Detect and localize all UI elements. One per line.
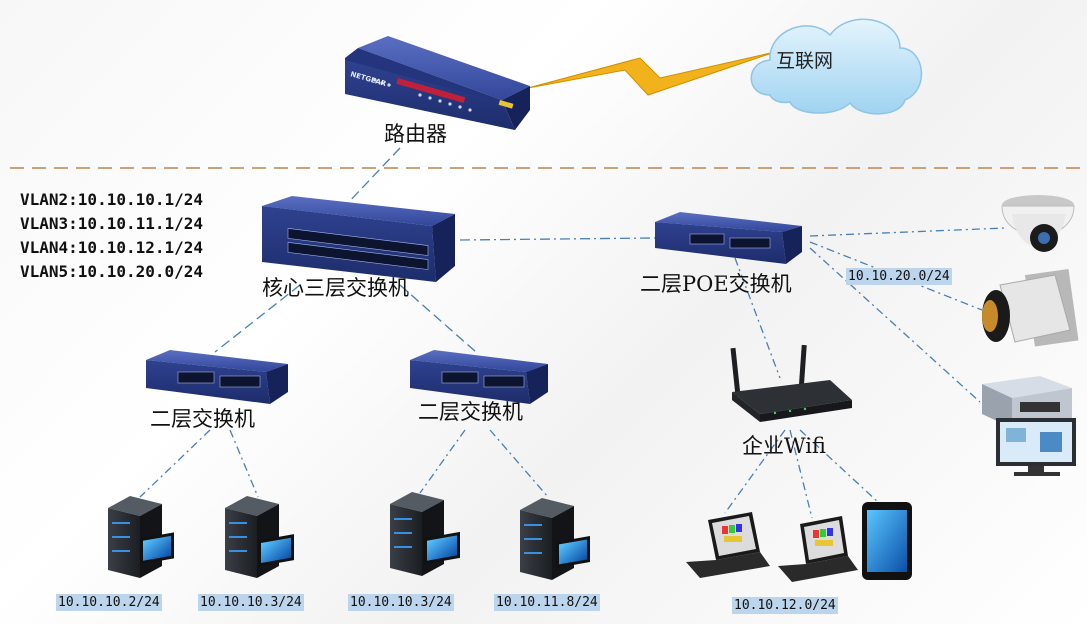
- server-3-ip: 10.10.10.3/24: [348, 594, 454, 611]
- internet-label: 互联网: [776, 50, 834, 72]
- poe-switch-label: 二层POE交换机: [640, 272, 792, 296]
- vlan-entry-3: VLAN4:10.10.12.1/24: [20, 238, 204, 257]
- link-wifi-laptop2: [789, 429, 813, 519]
- tablet-icon: [862, 502, 912, 580]
- link-wifi-laptop1: [724, 429, 786, 514]
- server-3-icon: [390, 492, 460, 576]
- nvr-monitor-icon: [982, 376, 1076, 476]
- links: [139, 147, 1006, 519]
- link-poe-wifi: [734, 257, 781, 379]
- cloud-icon: [750, 18, 922, 115]
- server-4-icon: [520, 498, 590, 580]
- core-switch-label: 核心三层交换机: [262, 276, 409, 300]
- link-access2-server4: [489, 429, 549, 498]
- server-1-icon: [108, 496, 174, 578]
- vlan-entry-4: VLAN5:10.10.20.0/24: [20, 262, 204, 281]
- wifi-router-icon: [730, 344, 852, 422]
- link-access1-server1: [139, 429, 211, 498]
- link-core-poe: [459, 237, 656, 241]
- server-2-ip: 10.10.10.3/24: [198, 594, 304, 611]
- access-switch-2-label: 二层交换机: [418, 400, 523, 424]
- router-label: 路由器: [384, 122, 447, 146]
- link-access1-server2: [229, 429, 259, 498]
- link-poe-dome: [809, 227, 1006, 237]
- link-core-access1: [214, 284, 301, 353]
- lightning-icon: [527, 51, 776, 96]
- box-camera-icon: [982, 269, 1079, 347]
- vlan-entry-2: VLAN3:10.10.11.1/24: [20, 214, 204, 233]
- link-poe-monitor: [809, 247, 981, 403]
- dome-camera-icon: [1001, 195, 1075, 252]
- laptop-2-icon: [778, 516, 858, 582]
- server-2-icon: [225, 496, 294, 578]
- laptop-1-icon: [686, 512, 770, 578]
- server-1-ip: 10.10.10.2/24: [56, 594, 162, 611]
- link-core-access2: [399, 284, 477, 353]
- vlan-entry-1: VLAN2:10.10.10.1/24: [20, 190, 204, 209]
- poe-switch-icon: [655, 212, 802, 264]
- poe-subnet-label: 10.10.20.0/24: [846, 268, 952, 285]
- link-router-core: [344, 147, 401, 207]
- server-4-ip: 10.10.11.8/24: [494, 594, 600, 611]
- router-icon: [345, 36, 530, 130]
- link-access2-server3: [419, 429, 466, 494]
- access-switch-2-icon: [410, 350, 548, 404]
- access-switch-1-icon: [146, 350, 288, 404]
- wifi-label: 企业Wifi: [742, 434, 826, 458]
- core-switch-icon: [262, 196, 455, 282]
- wifi-subnet-label: 10.10.12.0/24: [732, 597, 838, 614]
- access-switch-1-label: 二层交换机: [150, 407, 255, 431]
